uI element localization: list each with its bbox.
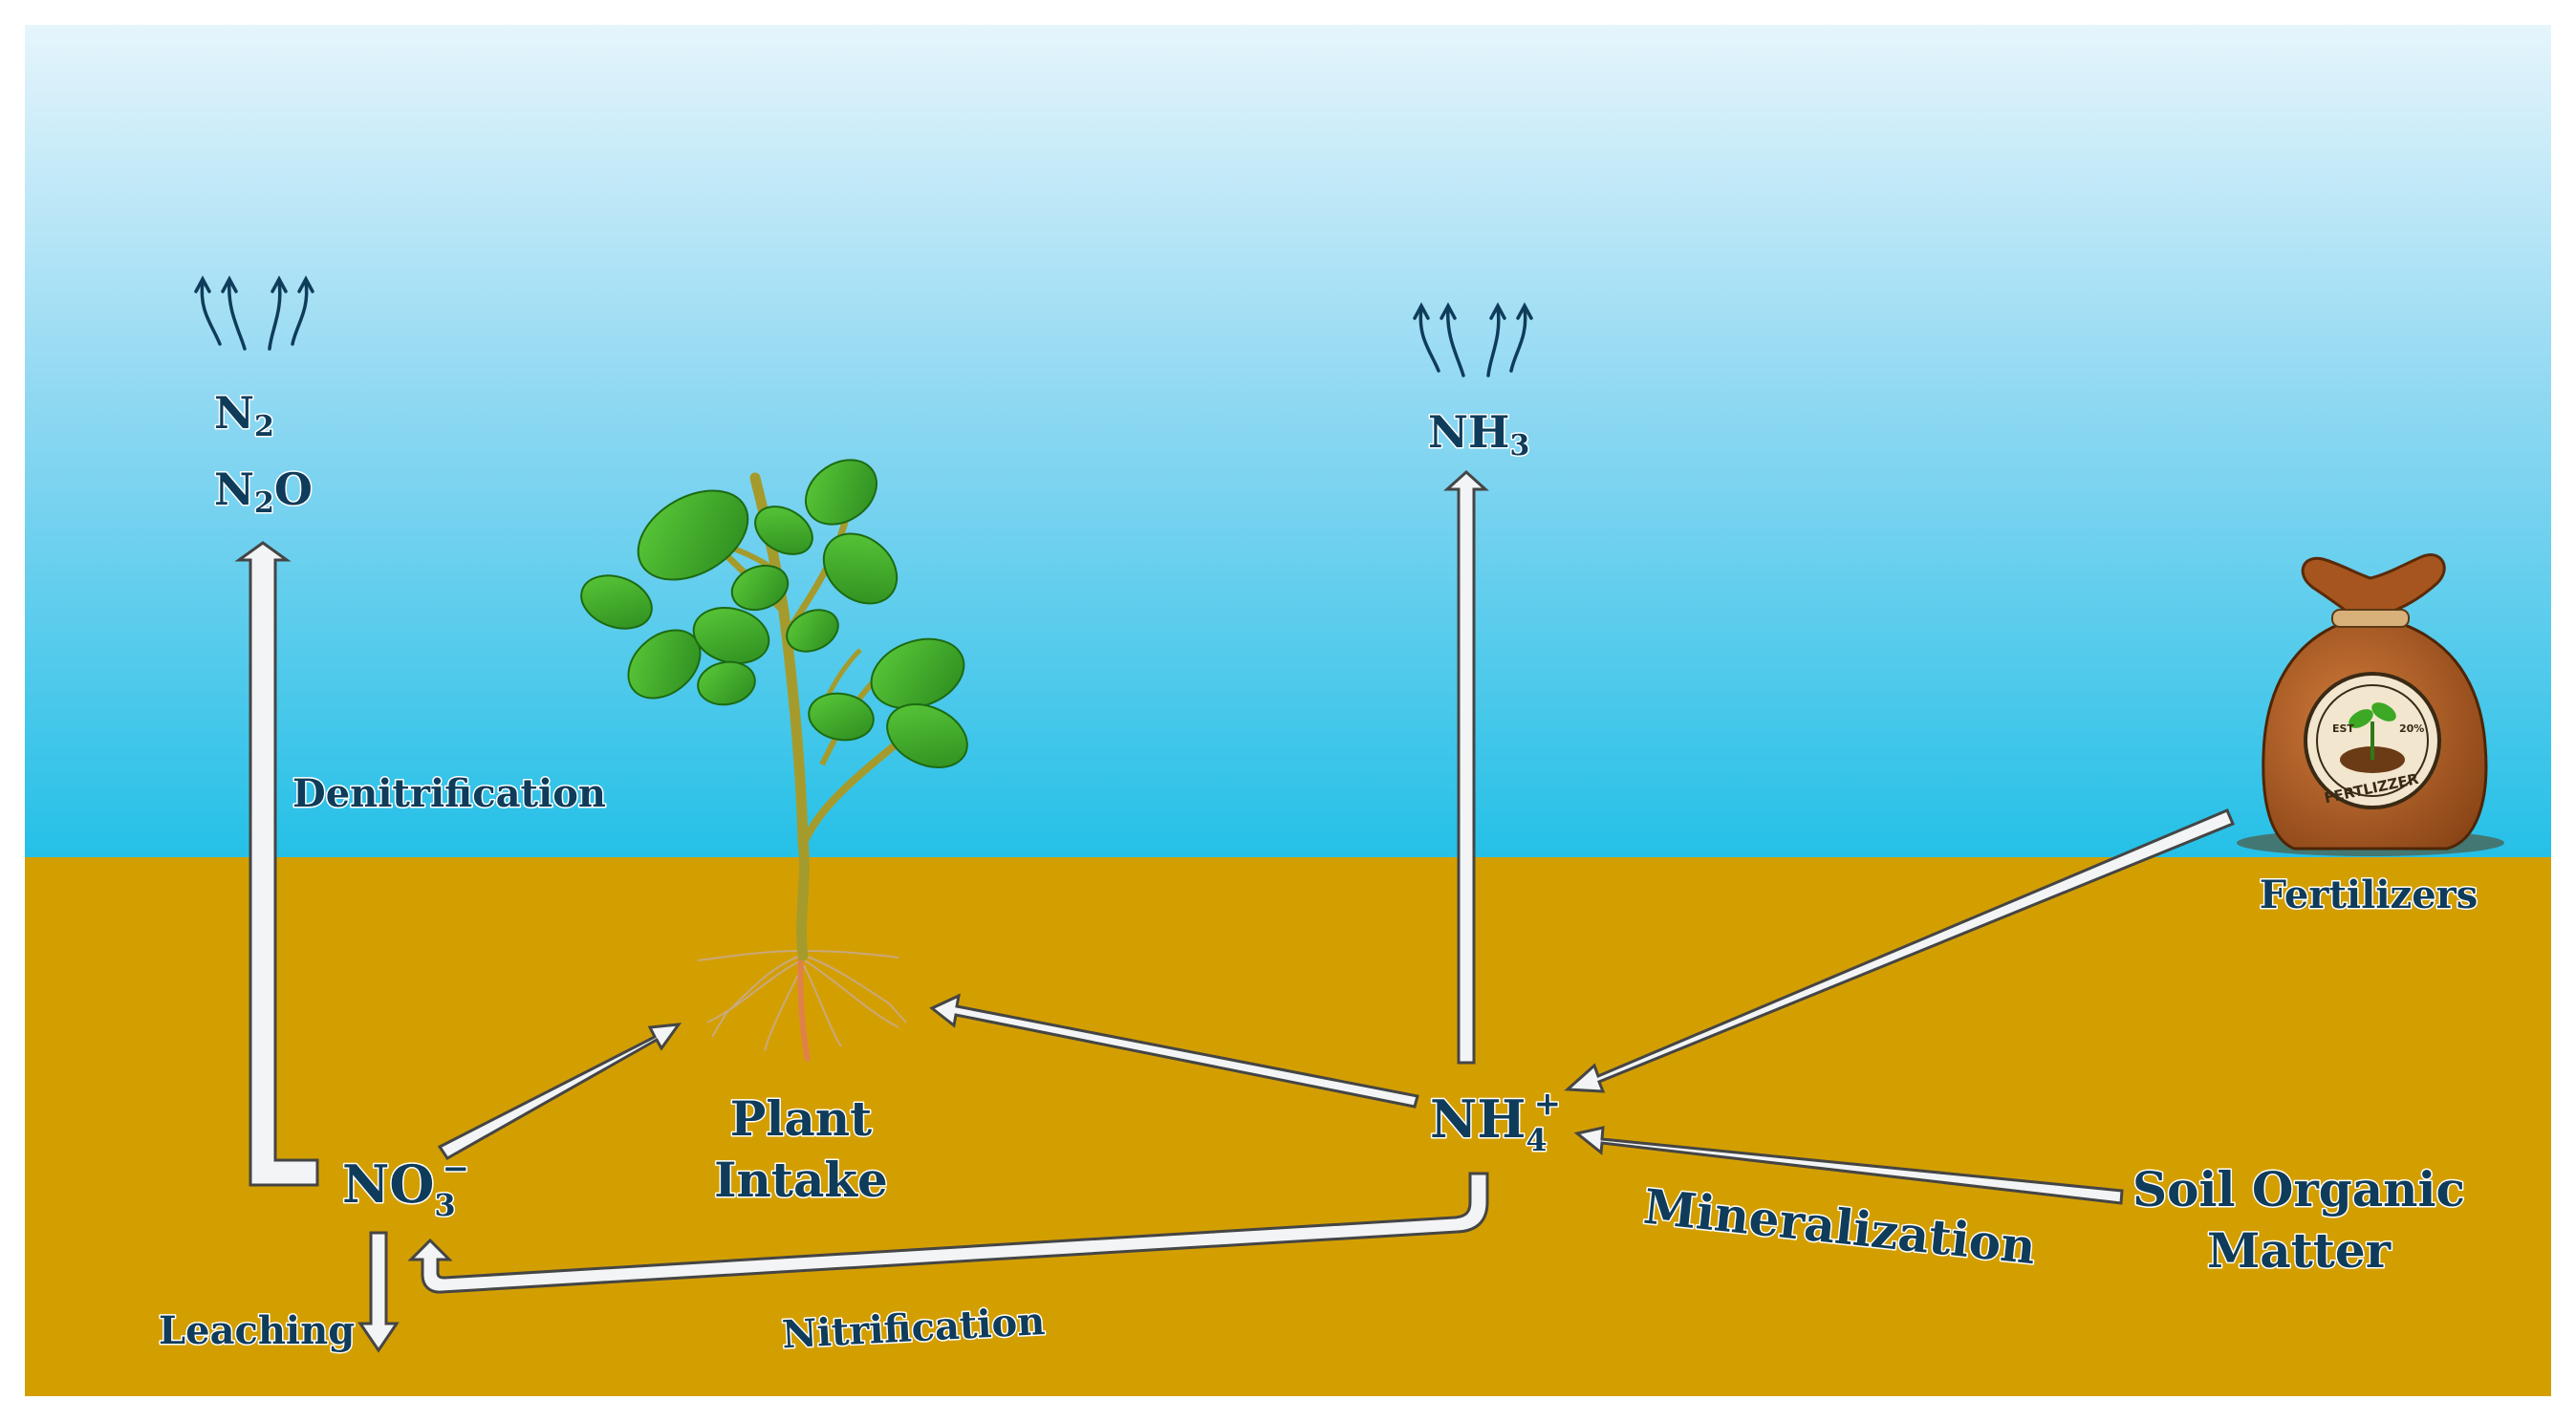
soil-organic-matter-label-line1: Soil Organic: [2132, 1161, 2465, 1217]
flow-arrows: [234, 469, 2235, 1353]
leaching-label: Leaching: [159, 1308, 355, 1353]
fertilizer-badge-left: EST: [2332, 722, 2354, 735]
fertilizers-label: Fertilizers: [2260, 873, 2479, 917]
arrow-leaching: [357, 1231, 400, 1353]
n2-label: N2: [214, 387, 274, 443]
ammonium-label: NH4+: [1430, 1085, 1561, 1158]
arrow-nitrification: [407, 1172, 1489, 1294]
fertilizer-bag-icon: EST 20% FERTLIZZER: [2237, 553, 2504, 856]
sky: [25, 25, 2551, 858]
arrow-nitrate-to-plant: [437, 1023, 682, 1160]
n2o-label: N2O: [214, 463, 313, 520]
arrow-mineralization: [1573, 1126, 2124, 1205]
plant-intake-label-line2: Intake: [714, 1152, 888, 1208]
plant-illustration: [580, 459, 968, 1062]
nitrate-label: NO3−: [342, 1150, 469, 1223]
fertilizer-badge-right: 20%: [2399, 722, 2424, 735]
arrow-volatilization: [1443, 469, 1489, 1065]
soil: [25, 857, 2551, 1396]
rising-gas-icon-left: [194, 275, 314, 351]
rising-gas-icon-right: [1413, 302, 1533, 377]
arrow-ammonium-to-plant: [929, 993, 1419, 1109]
arrow-denitrification: [234, 541, 319, 1187]
arrow-fertilizer-to-ammonium: [1564, 808, 2235, 1093]
nh3-label: NH3: [1428, 406, 1529, 463]
plant-intake-label-line1: Plant: [730, 1090, 872, 1147]
denitrification-label: Denitrification: [292, 771, 606, 816]
soil-organic-matter-label-line2: Matter: [2207, 1222, 2392, 1279]
